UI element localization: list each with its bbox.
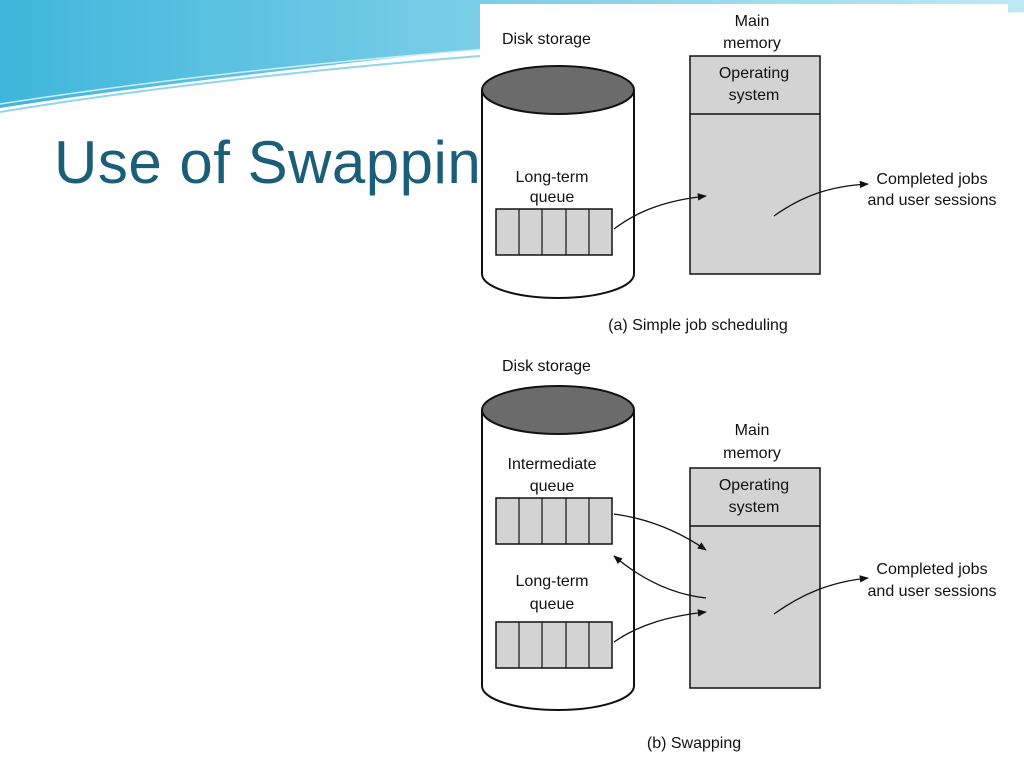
completed-jobs-label-2: and user sessions <box>868 583 997 600</box>
swapping-diagram: Disk storage Main memory Long-term queue <box>481 13 997 752</box>
arrow-queue-to-memory <box>613 193 707 230</box>
os-label-1: Operating <box>719 65 789 82</box>
header-wave-line <box>0 55 481 113</box>
diagram-swapping: Disk storage Intermediate queue Long-ter… <box>481 358 997 752</box>
main-memory-block <box>689 55 821 275</box>
intermediate-queue <box>495 497 613 545</box>
diagram-simple-scheduling: Disk storage Main memory Long-term queue <box>481 13 997 334</box>
long-term-queue <box>495 621 613 669</box>
completed-jobs-label-1: Completed jobs <box>876 561 987 578</box>
header-wave-line-2 <box>0 47 501 105</box>
slide-title: Use of Swapping <box>54 129 516 196</box>
disk-storage-label: Disk storage <box>502 31 591 48</box>
long-term-queue-label-1: Long-term <box>516 169 589 186</box>
arrow-memory-to-completed <box>773 180 869 217</box>
main-memory-label-2: memory <box>723 445 781 462</box>
arrow-intermediate-to-memory <box>613 513 707 551</box>
long-term-queue-label-2: queue <box>530 596 575 613</box>
intermediate-queue-label-1: Intermediate <box>508 456 597 473</box>
main-memory-block <box>689 467 821 689</box>
completed-jobs-label-1: Completed jobs <box>876 171 987 188</box>
disk-storage-label: Disk storage <box>502 358 591 375</box>
arrow-long-term-to-memory <box>613 609 707 643</box>
long-term-queue-label-2: queue <box>530 189 575 206</box>
os-label-2: system <box>729 499 780 516</box>
disk-cylinder-top <box>481 385 635 435</box>
caption-simple-job-scheduling: (a) Simple job scheduling <box>608 317 788 334</box>
main-memory-label-1: Main <box>735 13 770 30</box>
swapping-figure: Disk storage Main memory Long-term queue <box>480 4 1008 752</box>
main-memory-label-2: memory <box>723 35 781 52</box>
disk-cylinder-top <box>481 65 635 115</box>
long-term-queue-label-1: Long-term <box>516 573 589 590</box>
arrow-memory-to-completed <box>773 575 869 615</box>
os-label-2: system <box>729 87 780 104</box>
caption-swapping: (b) Swapping <box>647 735 741 752</box>
arrow-memory-to-intermediate <box>613 555 707 599</box>
long-term-queue <box>495 208 613 256</box>
intermediate-queue-label-2: queue <box>530 478 575 495</box>
main-memory-label-1: Main <box>735 422 770 439</box>
completed-jobs-label-2: and user sessions <box>868 192 997 209</box>
header-wave <box>0 0 1024 108</box>
os-label-1: Operating <box>719 477 789 494</box>
